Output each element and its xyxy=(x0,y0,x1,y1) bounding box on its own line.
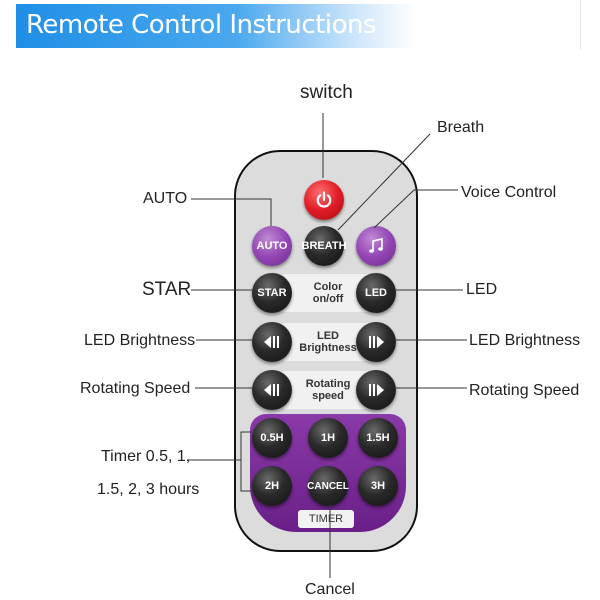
pill-label: Brightness xyxy=(299,342,357,354)
power-icon xyxy=(316,191,332,208)
power-button[interactable] xyxy=(304,180,344,220)
pill-label: LED xyxy=(317,330,339,342)
callout-led-brightness-right: LED Brightness xyxy=(469,332,581,349)
led-button[interactable]: LED xyxy=(356,273,396,313)
timer-0-5h-button[interactable]: 0.5H xyxy=(252,418,292,458)
callout-voice-control: Voice Control xyxy=(461,184,557,201)
fast-forward-icon xyxy=(369,336,384,348)
voice-control-button[interactable] xyxy=(356,226,396,266)
star-button[interactable]: STAR xyxy=(252,273,292,313)
callout-led-brightness-left: LED Brightness xyxy=(84,332,196,349)
cancel-button[interactable]: CANCEL xyxy=(307,466,349,506)
pill-label: Color xyxy=(313,281,343,293)
timer-3h-button[interactable]: 3H xyxy=(358,466,398,506)
callout-timer-line2: 1.5, 2, 3 hours xyxy=(97,481,200,498)
speed-down-button[interactable] xyxy=(252,370,292,410)
auto-button[interactable]: AUTO xyxy=(252,226,292,266)
pill-label: on/off xyxy=(312,293,344,305)
music-note-icon xyxy=(369,238,383,253)
timer-label: TIMER xyxy=(298,510,354,528)
speed-up-button[interactable] xyxy=(356,370,396,410)
page-title: Remote Control Instructions xyxy=(26,10,377,40)
rewind-icon xyxy=(264,336,279,348)
timer-1-5h-button[interactable]: 1.5H xyxy=(358,418,398,458)
timer-1h-button[interactable]: 1H xyxy=(308,418,348,458)
brightness-up-button[interactable] xyxy=(356,322,396,362)
header-banner: Remote Control Instructions xyxy=(16,4,416,48)
callout-led: LED xyxy=(466,281,498,298)
callout-rotating-speed-left: Rotating Speed xyxy=(80,380,191,397)
callout-timer-line1: Timer 0.5, 1, xyxy=(101,448,191,465)
pill-label: Rotating xyxy=(305,378,351,390)
breath-button[interactable]: BREATH xyxy=(302,226,347,266)
callout-switch: switch xyxy=(300,82,353,103)
brightness-down-button[interactable] xyxy=(252,322,292,362)
callout-rotating-speed-right: Rotating Speed xyxy=(469,382,580,399)
divider xyxy=(580,0,581,50)
callout-cancel: Cancel xyxy=(305,581,355,598)
callout-star: STAR xyxy=(142,279,192,300)
timer-2h-button[interactable]: 2H xyxy=(252,466,292,506)
callout-breath: Breath xyxy=(437,119,485,136)
callout-auto: AUTO xyxy=(143,190,188,207)
fast-forward-icon xyxy=(369,384,384,396)
pill-label: speed xyxy=(312,390,344,402)
rewind-icon xyxy=(264,384,279,396)
